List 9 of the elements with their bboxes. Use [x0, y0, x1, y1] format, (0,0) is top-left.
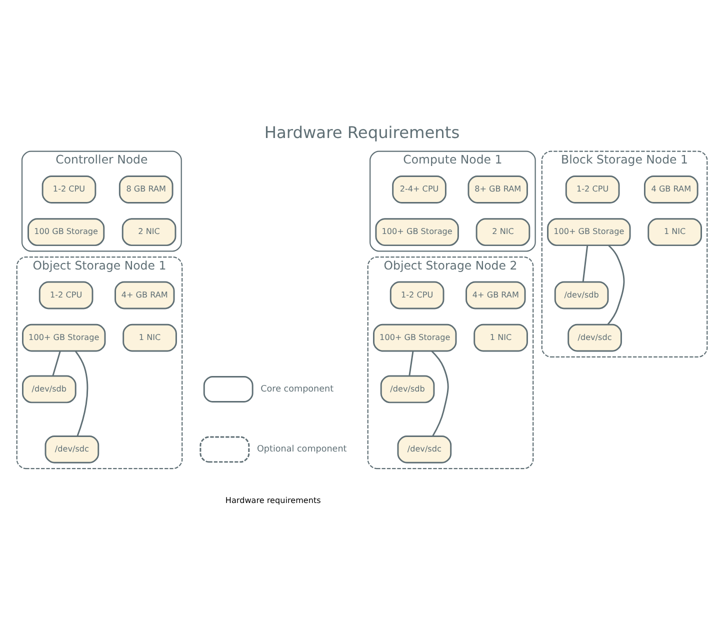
connector — [582, 245, 588, 282]
connector — [607, 244, 625, 325]
connector — [52, 350, 61, 376]
connector — [431, 350, 449, 436]
legend-label: Optional component — [256, 444, 347, 454]
connector — [75, 350, 88, 436]
diagram-title: Hardware Requirements — [264, 122, 460, 142]
legend-label: Core component — [260, 384, 334, 394]
connector — [408, 350, 414, 376]
